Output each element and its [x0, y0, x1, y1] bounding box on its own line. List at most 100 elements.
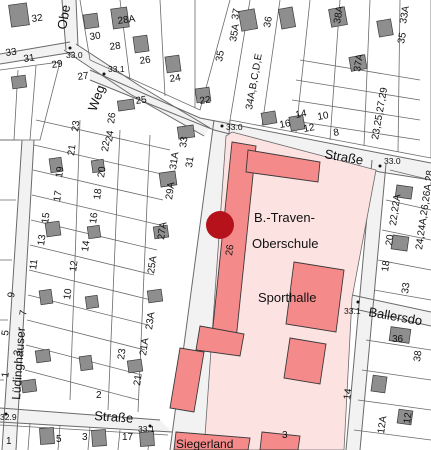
school-name-line2: Oberschule — [252, 236, 318, 251]
house-number: 19 — [54, 165, 67, 178]
house-number: 15 — [40, 211, 53, 224]
house-number: 5 — [56, 434, 62, 445]
house-number: 12 — [402, 411, 415, 424]
house-number: 3 — [82, 432, 88, 443]
house-number: 8 — [333, 127, 341, 139]
street-label-ludinghauser: Lüdinghauser — [9, 327, 28, 401]
house-number: 32 — [31, 12, 44, 25]
house-number: 23 — [70, 119, 83, 132]
elevation-label: 33.0 — [226, 122, 243, 132]
house-number: 20 — [96, 165, 109, 178]
house-number: 10 — [317, 110, 330, 123]
house-number: 11 — [28, 258, 40, 270]
house-number: 35 — [396, 31, 409, 44]
elevation-label: 33.0 — [66, 50, 83, 60]
elevation-label: 33.1 — [138, 424, 155, 434]
elevation-label: 33.1 — [344, 306, 361, 316]
street-label-obe: Obe — [54, 4, 73, 31]
house-number: 12A — [376, 415, 389, 434]
house-number: 33 — [5, 46, 18, 59]
house-number: 21A — [138, 337, 151, 356]
house-number: 27 — [77, 70, 90, 83]
house-number: 16 — [88, 211, 101, 224]
house-number: 2 — [96, 390, 102, 401]
house-number: 5 — [0, 329, 12, 336]
house-number: 21 — [132, 373, 145, 386]
house-number: 25 — [135, 94, 148, 107]
house-number: 35A — [228, 23, 242, 43]
house-number: 30 — [89, 30, 102, 43]
school-bottom-building — [173, 431, 251, 450]
sporthalle-label: Sporthalle — [258, 290, 317, 305]
house-number: 14 — [80, 239, 93, 252]
house-number: 31 — [23, 52, 36, 65]
house-number: 23,25,27,29 — [370, 86, 390, 140]
house-number: 35 — [214, 49, 227, 62]
house-number: 38A — [332, 5, 346, 25]
house-number: 17 — [122, 432, 134, 443]
street-label-weg: Weg — [85, 83, 108, 113]
road-obe — [62, 0, 78, 50]
sporthalle-building — [285, 261, 345, 333]
house-number: 1 — [0, 371, 12, 378]
house-number: 14 — [342, 387, 355, 400]
house-number: 27A — [156, 221, 169, 240]
house-number: 31 — [184, 155, 197, 168]
house-number: 22 — [100, 139, 113, 152]
elevation-label: 33.1 — [108, 64, 125, 74]
house-number: 20 — [384, 233, 397, 246]
school-name-line1: B.-Traven- — [254, 210, 315, 225]
house-number: 26 — [224, 243, 237, 256]
school-east-building — [283, 337, 327, 385]
road-ballersdo — [350, 295, 431, 326]
street-label-strasse-bottom: Straße — [94, 408, 134, 426]
house-number: 36 — [262, 15, 275, 28]
house-number: 33 — [400, 281, 413, 294]
road-top-left — [0, 42, 74, 64]
house-number: 3 — [282, 430, 288, 441]
house-number: 17 — [52, 189, 65, 202]
house-number: 29A — [164, 181, 177, 200]
house-number: 33A — [398, 5, 412, 25]
house-number: 33 — [178, 135, 191, 148]
house-number: 10 — [62, 287, 75, 300]
location-marker[interactable] — [206, 211, 234, 239]
road-strasse-top — [90, 70, 431, 180]
house-number: 24 — [169, 72, 182, 85]
house-number: 12 — [68, 259, 81, 272]
house-number: 9 — [6, 291, 18, 298]
house-number: 18 — [92, 187, 105, 200]
house-number: 18 — [380, 259, 393, 272]
house-number: 36 — [392, 334, 404, 345]
house-number: 1 — [6, 436, 12, 447]
house-number: 28A — [117, 14, 136, 27]
road-ludinghauser — [2, 140, 34, 450]
house-number: 23 — [116, 347, 129, 360]
street-label-ballersdo: Ballersdo — [367, 304, 423, 328]
house-number: 31A — [168, 151, 181, 170]
school-bottom-building-2 — [259, 431, 301, 450]
house-numbers: 32 28A 30 28 26 24 33 31 29 27 25 22 35 … — [0, 5, 431, 447]
house-number: 37 — [230, 7, 243, 20]
house-number: 3 — [12, 349, 24, 356]
street-label-strasse-top: Straße — [323, 146, 364, 168]
house-number: 24,24A,26,26A,28 — [414, 169, 431, 250]
residential-buildings — [8, 2, 414, 447]
school-buildings — [169, 141, 345, 450]
house-number: 26 — [106, 111, 119, 124]
elevation-label: 33.0 — [384, 156, 401, 166]
house-number: 25A — [146, 255, 159, 274]
road-strasse-bottom — [0, 408, 172, 432]
house-number: 34A,B,C,D,E — [244, 52, 265, 110]
house-number: 23A — [144, 311, 157, 330]
school-annex — [169, 347, 205, 413]
elevation-label: 32.9 — [0, 412, 17, 422]
elevation-points: 33.0 33.1 33.0 33.0 33.1 32.9 33.1 — [0, 46, 401, 434]
house-number: 14 — [295, 108, 308, 121]
house-number: 22 — [199, 94, 212, 107]
house-number: 16 — [279, 118, 292, 131]
house-number: 13 — [36, 233, 49, 246]
